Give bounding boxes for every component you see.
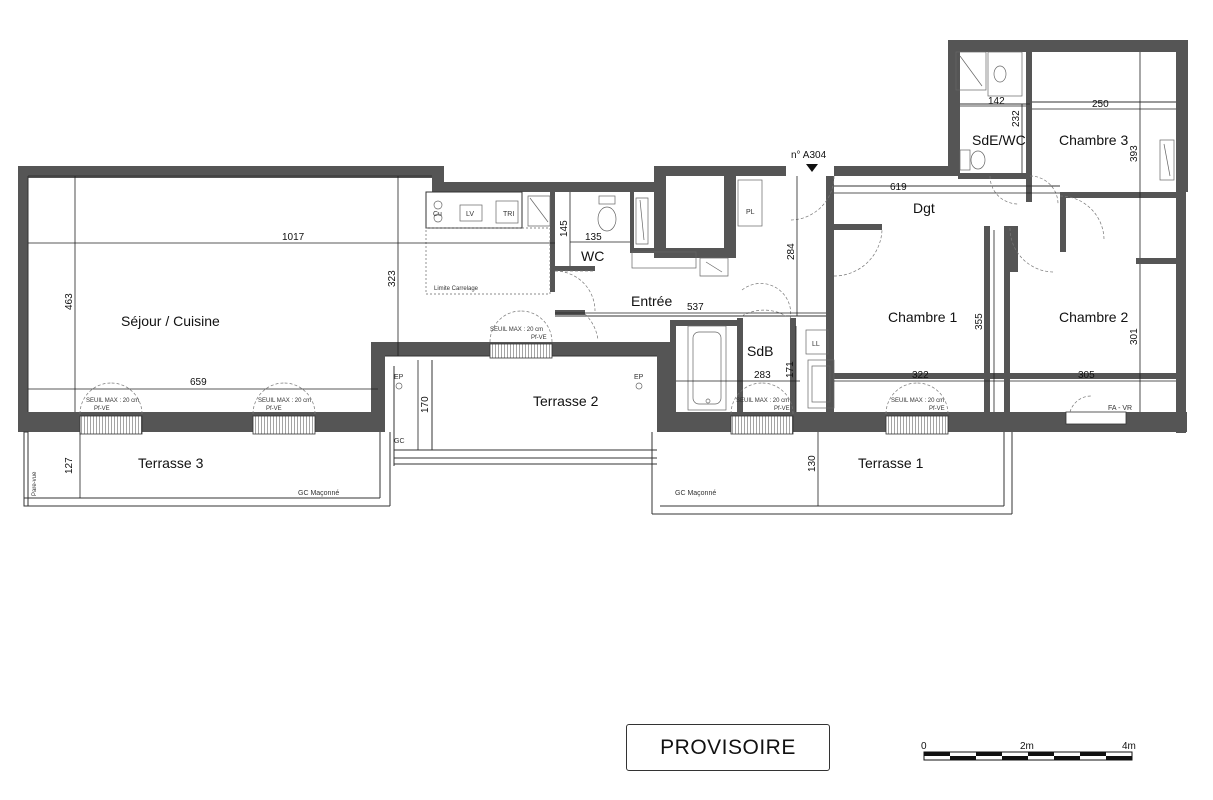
- sill-label: SEUIL MAX : 20 cm: [86, 398, 139, 404]
- masonry-rail-label: GC Maçonné: [298, 490, 339, 497]
- dim-232: 232: [1011, 110, 1022, 127]
- dim-393: 393: [1129, 145, 1140, 162]
- dim-142: 142: [988, 96, 1005, 107]
- wc-fixtures: [597, 195, 729, 277]
- scale-bar: 0 2m 4m: [921, 741, 1136, 761]
- pfve-label: Pf-VE: [929, 406, 945, 412]
- pfve-label: Pf-VE: [266, 406, 282, 412]
- dishwasher-label: LV: [466, 211, 474, 218]
- scale-tick-0: 0: [921, 741, 927, 752]
- unit-number: n° A304: [791, 150, 827, 161]
- dim-127: 127: [64, 457, 75, 474]
- room-terrasse-3: Terrasse 3: [138, 455, 204, 471]
- room-chambre-1: Chambre 1: [888, 309, 957, 325]
- dim-355: 355: [974, 313, 985, 330]
- sill-label: SEUIL MAX : 20 cm: [490, 327, 543, 333]
- dim-250: 250: [1092, 99, 1109, 110]
- pfve-label: Pf-VE: [94, 406, 110, 412]
- sill-label: SEUIL MAX : 20 cm: [891, 398, 944, 404]
- windows: [79, 310, 1127, 435]
- provisional-stamp: PROVISOIRE: [626, 724, 830, 771]
- pfve-label: Pf-VE: [531, 335, 547, 341]
- dim-322: 322: [912, 370, 929, 381]
- dim-537: 537: [687, 302, 704, 313]
- room-wc: WC: [581, 248, 604, 264]
- dim-323: 323: [387, 270, 398, 287]
- room-chambre-2: Chambre 2: [1059, 309, 1128, 325]
- dim-463: 463: [64, 293, 75, 310]
- sill-label: SEUIL MAX : 20 cm: [258, 398, 311, 404]
- room-sejour-cuisine: Séjour / Cuisine: [121, 313, 220, 329]
- room-terrasse-1: Terrasse 1: [858, 455, 924, 471]
- dim-283: 283: [754, 370, 771, 381]
- dimension-lines: [28, 52, 1176, 506]
- dim-1017: 1017: [282, 232, 305, 243]
- terraces: GC Maçonné GC Maçonné EP EP GC Pare-vue: [23, 360, 1013, 515]
- closet-label: PL: [746, 209, 755, 216]
- shutter-label: FA - VR: [1108, 405, 1132, 412]
- dim-170: 170: [420, 396, 431, 413]
- dimension-values: 1017 463 323 659 135 145 537 284 619 142…: [64, 96, 1140, 474]
- walls: [18, 40, 1188, 433]
- room-dgt: Dgt: [913, 200, 935, 216]
- washing-machine-label: LL: [812, 341, 820, 348]
- dim-171: 171: [785, 361, 796, 378]
- pfve-label: Pf-VE: [774, 406, 790, 412]
- entry-arrow-icon: [806, 164, 818, 172]
- room-sde-wc: SdE/WC: [972, 132, 1026, 148]
- sill-labels: SEUIL MAX : 20 cm Pf-VE SEUIL MAX : 20 c…: [86, 327, 1132, 412]
- cooktop-label: Cu: [433, 211, 442, 218]
- sill-label: SEUIL MAX : 20 cm: [736, 398, 789, 404]
- sorting-label: TRI: [503, 211, 514, 218]
- dim-145: 145: [559, 220, 570, 237]
- tile-limit-label: Limite Carrelage: [434, 286, 479, 292]
- dim-135: 135: [585, 232, 602, 243]
- room-terrasse-2: Terrasse 2: [533, 393, 599, 409]
- room-entree: Entrée: [631, 293, 672, 309]
- room-chambre-3: Chambre 3: [1059, 132, 1128, 148]
- room-sdb: SdB: [747, 343, 773, 359]
- scale-tick-4m: 4m: [1122, 741, 1136, 752]
- masonry-rail-label: GC Maçonné: [675, 490, 716, 497]
- dim-130: 130: [807, 455, 818, 472]
- guardrail-label: GC: [394, 438, 405, 445]
- scale-tick-2m: 2m: [1020, 741, 1034, 752]
- drain-label: EP: [394, 374, 404, 381]
- dim-619: 619: [890, 182, 907, 193]
- kitchen-counter: Cu LV TRI Limite Carrelage: [425, 191, 551, 295]
- dim-301: 301: [1129, 328, 1140, 345]
- privacy-screen-label: Pare-vue: [32, 471, 38, 496]
- dim-659: 659: [190, 377, 207, 388]
- dim-284: 284: [786, 243, 797, 260]
- shower-room-fixtures: [955, 51, 1175, 181]
- door-swings: [554, 175, 1105, 341]
- unit-reference: n° A304: [791, 150, 827, 172]
- room-labels: Séjour / Cuisine WC Entrée SdB Dgt SdE/W…: [121, 132, 1128, 471]
- drain-label: EP: [634, 374, 644, 381]
- dim-305: 305: [1078, 370, 1095, 381]
- bathroom-fixtures: LL PL: [687, 179, 835, 411]
